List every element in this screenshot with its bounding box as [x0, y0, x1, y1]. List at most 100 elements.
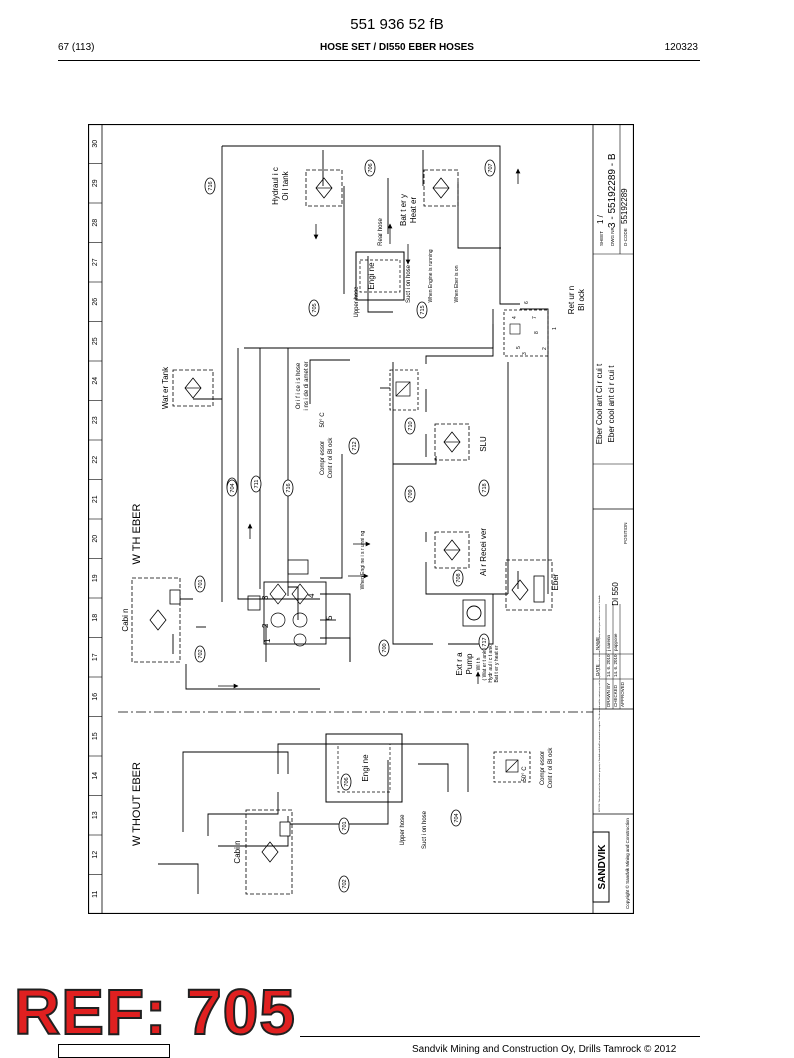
hose-ref-label: 704: [454, 813, 460, 822]
hose-ref-label: 710: [408, 421, 414, 430]
hose-ref-bubble: 702: [338, 875, 350, 893]
hose-ref-label: 716: [208, 181, 214, 190]
label-air-receiver: Ai r Recei ver: [479, 528, 488, 576]
grid-number: 12: [92, 851, 99, 859]
tb-sheet-label: SHEET: [599, 231, 604, 246]
label-temp-50-lower: 50° C: [522, 766, 528, 782]
tb-circuit-1: Eber Cool ant Ci r cui t: [595, 363, 604, 444]
hose-ref-bubble: 704: [450, 809, 462, 827]
hose-ref-bubble: 709: [404, 485, 416, 503]
hose-ref-label: 704: [230, 483, 236, 492]
tb-date-head: DATE: [595, 664, 600, 676]
grid-number: 14: [92, 772, 99, 780]
footer-company: Sandvik Mining and Construction Oy, Dril…: [412, 1044, 677, 1055]
hose-ref-bubble: 700: [378, 639, 390, 657]
hose-ref-label: 700: [382, 643, 388, 652]
port-number: 3: [261, 595, 270, 600]
grid-number: 24: [92, 377, 99, 385]
footer-rule: [300, 1036, 700, 1037]
label-slu: SLU: [479, 436, 488, 452]
hose-ref-label: 706: [344, 777, 350, 786]
battery-heater-exchanger: [423, 169, 459, 207]
water-tank-exchanger: [172, 369, 214, 407]
document-title: 551 936 52 fB: [350, 16, 444, 33]
hose-ref-bubble: 715: [416, 301, 428, 319]
port-number: 6: [524, 301, 530, 304]
label-extra-pump-4: Hydr aul i c t ank: [488, 645, 494, 683]
port-number: 3: [522, 352, 528, 355]
label-battery-heater-1: Bat t er y: [399, 194, 408, 226]
hose-ref-bubble: 706: [340, 773, 352, 791]
tb-circuit-2: Eber cool ant ci r cui t: [607, 365, 616, 443]
hose-ref-label: 706: [368, 163, 374, 172]
date-code: 120323: [664, 42, 698, 53]
hose-ref-label: 707: [488, 163, 494, 172]
port-number: 5: [325, 615, 334, 620]
hose-ref-label: 716: [286, 483, 292, 492]
label-engine-lower: Engi ne: [361, 754, 370, 782]
grid-number: 13: [92, 811, 99, 819]
cabin-lower: [245, 809, 293, 895]
tb-dcode-value: 55192289: [620, 188, 629, 224]
hose-ref-label: 702: [342, 879, 348, 888]
port-number: 8: [534, 331, 540, 334]
hose-ref-bubble: 702: [194, 645, 206, 663]
tb-notice: NOTICE: This document is the exclusive p…: [598, 594, 601, 812]
ref-stamp: REF: 705: [13, 976, 296, 1048]
hose-ref-bubble: 704: [226, 479, 238, 497]
hose-ref-label: 709: [408, 489, 414, 498]
port-number: 4: [307, 593, 316, 598]
hose-ref-bubble: 701: [338, 817, 350, 835]
tb-position: POSITION: [623, 522, 628, 544]
label-upper-hose: Upper hose: [354, 286, 360, 318]
tb-name-2: pappone: [613, 633, 618, 651]
label-extra-pump-2: Pump: [465, 653, 474, 674]
label-temp-50-upper: 50° C: [320, 412, 326, 428]
page-number: 67 (113): [58, 42, 95, 53]
hose-ref-label: 715: [420, 305, 426, 314]
compressor-block-lower: [493, 751, 531, 783]
hose-ref-bubble: 711: [250, 475, 262, 493]
port-number: 2: [542, 347, 548, 350]
port-number: 2: [261, 623, 270, 628]
hose-ref-bubble: 717: [478, 633, 490, 651]
label-compressor-lower-2: Cont r ol Bl ock: [548, 747, 554, 789]
tb-dcode-label: D-CODE: [623, 228, 628, 246]
flow-arrows: [218, 168, 521, 689]
component-labels: Wat er Tank Hydraul i c Oi l tank Bat t …: [121, 167, 586, 863]
hose-ref-bubble: 712: [348, 437, 360, 455]
tb-drawn: DRAWN BY: [606, 683, 611, 707]
eber-heater: [505, 559, 553, 611]
port-number: 7: [532, 316, 538, 319]
header-rule: [58, 60, 700, 61]
cabin-upper: [131, 577, 181, 663]
label-cabin-lower: Cabi n: [233, 840, 242, 863]
hose-ref-label: 701: [198, 579, 204, 588]
coolant-circuit-diagram: 1112131415161718192021222324252627282930…: [88, 124, 634, 914]
engine-upper: [355, 251, 405, 301]
port-number: 1: [552, 327, 558, 330]
label-extra-pump-with: Wi t h: [476, 657, 482, 670]
hose-ref-bubble: 706: [364, 159, 376, 177]
hose-ref-bubble: 716: [204, 177, 216, 195]
hose-ref-label: 702: [198, 649, 204, 658]
hose-ref-bubble: 705: [308, 299, 320, 317]
label-hydraulic-tank-1: Hydraul i c: [271, 167, 280, 205]
label-extra-pump-1: Ext r a: [455, 652, 464, 676]
grid-number: 25: [92, 337, 99, 345]
engine-lower: [325, 733, 403, 803]
slu-exchanger: [434, 423, 470, 461]
label-rear-hose: Rear hose: [378, 217, 384, 245]
label-return-block-2: Bl ock: [577, 288, 586, 311]
air-receiver-exchanger: [434, 531, 470, 569]
hose-ref-label: 708: [456, 573, 462, 582]
hose-ref-bubble: 710: [404, 417, 416, 435]
hose-ref-bubble: 718: [478, 479, 490, 497]
extra-pump: [462, 599, 486, 627]
label-water-tank: Wat er Tank: [161, 366, 170, 409]
label-cabin-upper: Cabi n: [121, 608, 130, 631]
grid-number: 22: [92, 456, 99, 464]
tb-date-2: 14. 6. 2010: [613, 654, 618, 677]
label-extra-pump-5: Bat t er y heat er: [494, 645, 500, 682]
